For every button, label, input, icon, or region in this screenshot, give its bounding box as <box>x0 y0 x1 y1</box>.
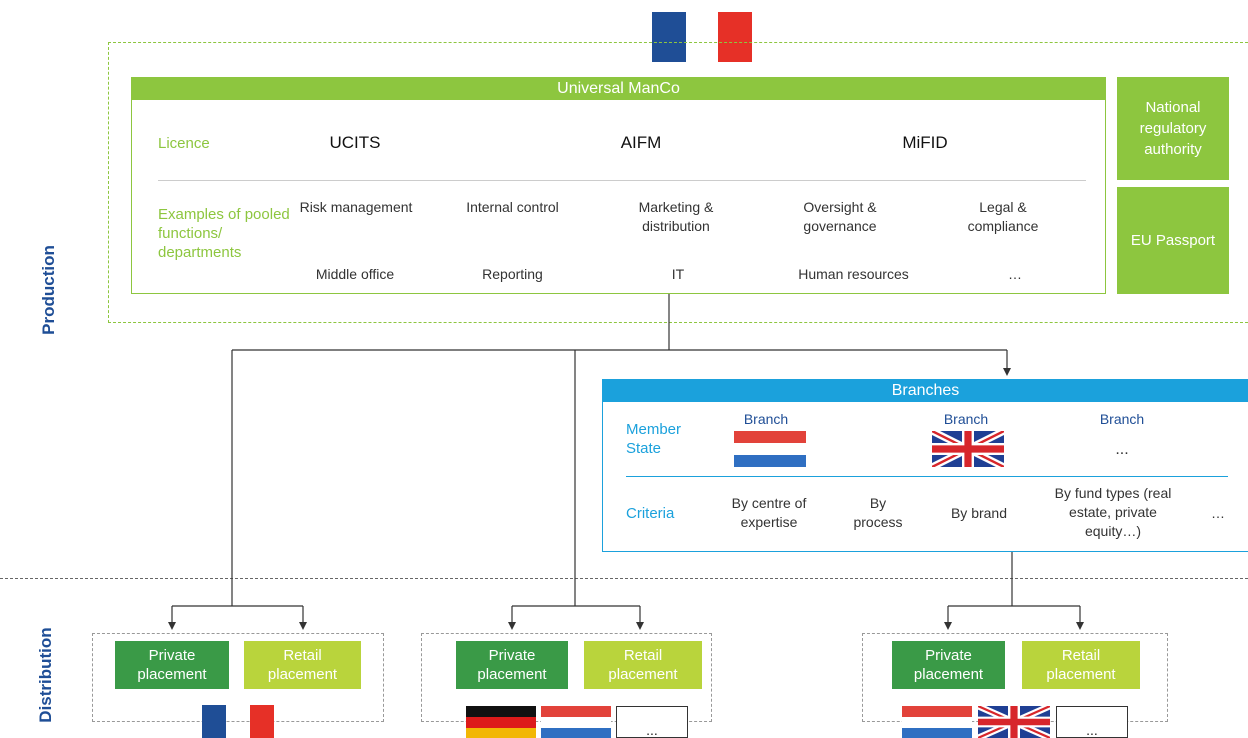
manco-divider <box>158 180 1086 181</box>
national-authority-box: National regulatory authority <box>1117 77 1229 180</box>
function-more: … <box>1008 266 1022 282</box>
functions-label: Examples of pooled functions/ department… <box>158 206 290 261</box>
manco-box: Universal ManCo <box>131 77 1106 294</box>
function-it: IT <box>671 266 685 282</box>
private-placement-box: Private placement <box>115 641 229 689</box>
netherlands-flag <box>734 431 806 467</box>
more-flags-box: ... <box>616 706 688 738</box>
licence-mifid: MiFID <box>902 133 948 152</box>
licence-label: Licence <box>158 135 210 152</box>
france-flag <box>202 705 274 738</box>
criteria-brand: By brand <box>950 505 1008 521</box>
retail-placement-box: Retail placement <box>584 641 702 689</box>
united-kingdom-flag <box>978 706 1050 738</box>
netherlands-flag <box>541 706 611 738</box>
function-hr: Human resources <box>798 266 909 282</box>
criteria-fund-types: By fund types (real estate, private equi… <box>1054 485 1172 539</box>
branches-title: Branches <box>603 380 1248 402</box>
france-flag-top <box>652 12 752 62</box>
criteria-more: … <box>1211 505 1225 521</box>
branch-more: ... <box>1115 441 1129 458</box>
function-middle-office: Middle office <box>315 266 395 282</box>
licence-ucits: UCITS <box>329 133 381 152</box>
germany-flag <box>466 706 536 738</box>
licence-aifm: AIFM <box>620 133 662 152</box>
distribution-group-france <box>92 633 384 722</box>
retail-placement-box: Retail placement <box>244 641 361 689</box>
retail-placement-box: Retail placement <box>1022 641 1140 689</box>
united-kingdom-flag <box>932 431 1004 467</box>
private-placement-box: Private placement <box>456 641 568 689</box>
branches-divider <box>626 476 1228 477</box>
function-internal-control: Internal control <box>466 199 559 215</box>
criteria-expertise: By centre of expertise <box>731 495 807 530</box>
member-state-label: Member State <box>626 421 682 457</box>
function-reporting: Reporting <box>482 266 543 282</box>
criteria-label: Criteria <box>626 505 675 522</box>
eu-passport-box: EU Passport <box>1117 187 1229 294</box>
distribution-separator <box>0 578 1248 579</box>
netherlands-flag <box>902 706 972 738</box>
manco-title: Universal ManCo <box>132 78 1105 100</box>
more-flags-box: ... <box>1056 706 1128 738</box>
branch-label-more: Branch <box>1099 411 1145 427</box>
function-legal: Legal & compliance <box>967 199 1039 234</box>
function-risk: Risk management <box>299 199 413 215</box>
branch-label-uk: Branch <box>943 411 989 427</box>
function-oversight: Oversight & governance <box>803 199 877 234</box>
production-region <box>108 42 1248 323</box>
criteria-process: By process <box>853 495 903 530</box>
branch-label-nl: Branch <box>743 411 789 427</box>
function-marketing: Marketing & distribution <box>638 199 714 234</box>
branches-box: Branches <box>602 379 1248 552</box>
private-placement-box: Private placement <box>892 641 1005 689</box>
